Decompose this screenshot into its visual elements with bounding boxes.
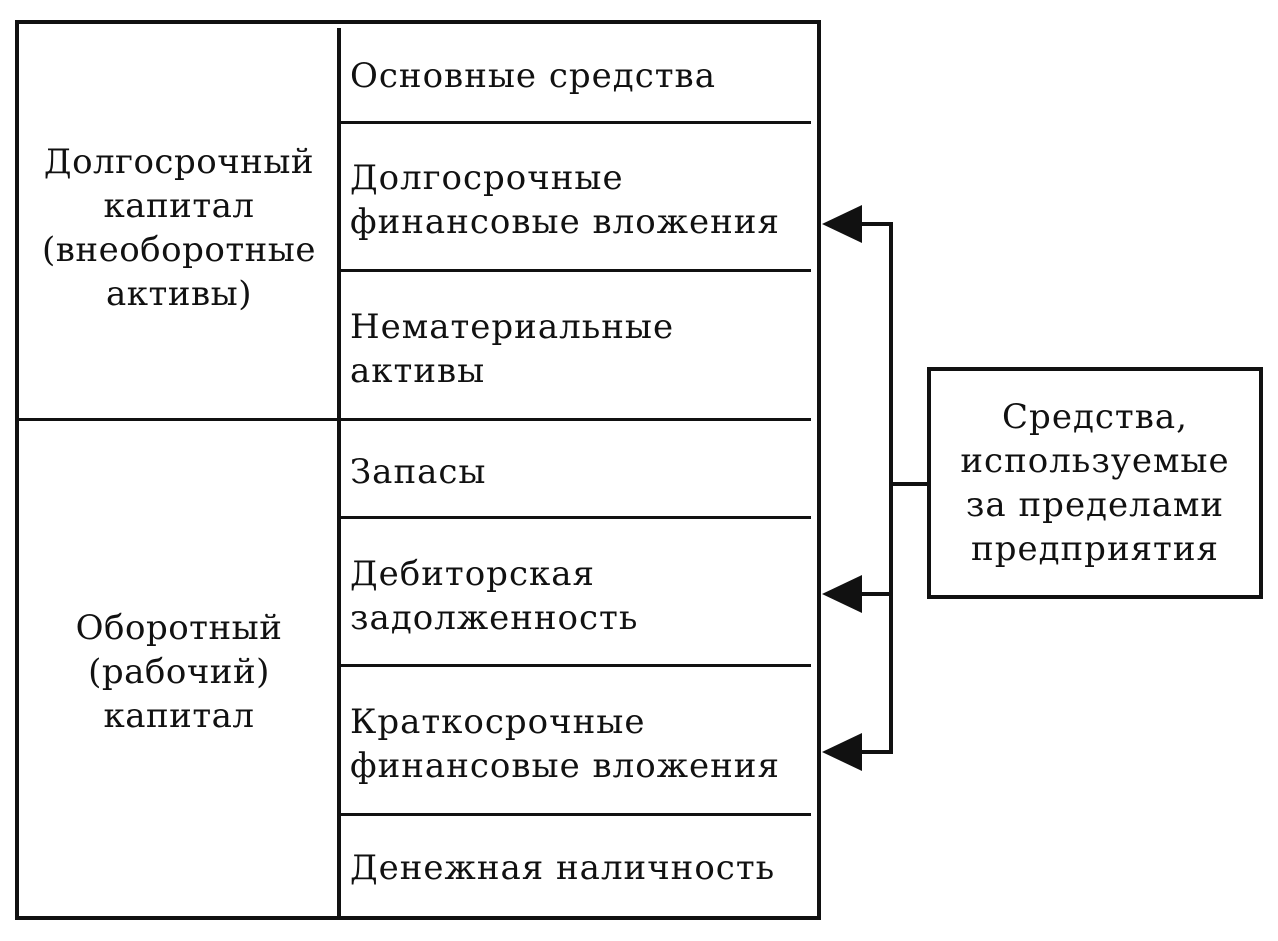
side-box-line: за пределами [965, 485, 1225, 525]
row-divider [341, 121, 811, 124]
item-line: Долгосрочные [350, 158, 624, 198]
external-funds-box: Средства, используемые за пределами пред… [927, 367, 1263, 599]
item-line: финансовые вложения [350, 202, 780, 242]
item-inventory: Запасы [350, 450, 810, 494]
group-label-line: (рабочий) [88, 652, 270, 692]
group-label-line: (внеоборотные [42, 230, 316, 270]
row-divider [341, 516, 811, 519]
group-label-long-term-capital: Долгосрочный капитал (внеоборотные актив… [20, 140, 338, 316]
item-line: Дебиторская [350, 554, 595, 594]
item-line: Краткосрочные [350, 702, 646, 742]
arrow-head [822, 205, 862, 243]
item-intangible-assets: Нематериальные активы [350, 305, 810, 393]
group-label-line: Долгосрочный [43, 142, 315, 182]
group-label-line: Оборотный [75, 608, 283, 648]
side-box-line: предприятия [971, 529, 1219, 569]
item-line: активы [350, 351, 486, 391]
side-box-line: Средства, [1002, 397, 1188, 437]
arrow-head [822, 733, 862, 771]
row-divider [341, 813, 811, 816]
item-long-term-investments: Долгосрочные финансовые вложения [350, 156, 810, 244]
column-divider [337, 28, 341, 918]
row-divider [341, 664, 811, 667]
item-line: Запасы [350, 452, 487, 492]
item-receivables: Дебиторская задолженность [350, 552, 810, 640]
external-funds-label: Средства, используемые за пределами пред… [960, 395, 1229, 571]
item-line: Денежная наличность [350, 848, 776, 888]
item-line: задолженность [350, 598, 639, 638]
group-label-line: капитал [103, 696, 255, 736]
group-label-line: капитал [103, 186, 255, 226]
item-line: Основные средства [350, 56, 716, 96]
group-label-working-capital: Оборотный (рабочий) капитал [20, 606, 338, 738]
item-line: Нематериальные [350, 307, 675, 347]
row-divider [341, 269, 811, 272]
main-table-frame [15, 20, 821, 920]
item-line: финансовые вложения [350, 746, 780, 786]
arrow-head [822, 575, 862, 613]
group-label-line: активы) [106, 274, 252, 314]
item-fixed-assets: Основные средства [350, 54, 810, 98]
item-short-term-investments: Краткосрочные финансовые вложения [350, 700, 810, 788]
side-box-line: используемые [960, 441, 1230, 481]
item-cash: Денежная наличность [350, 846, 810, 890]
group-divider [17, 418, 811, 421]
